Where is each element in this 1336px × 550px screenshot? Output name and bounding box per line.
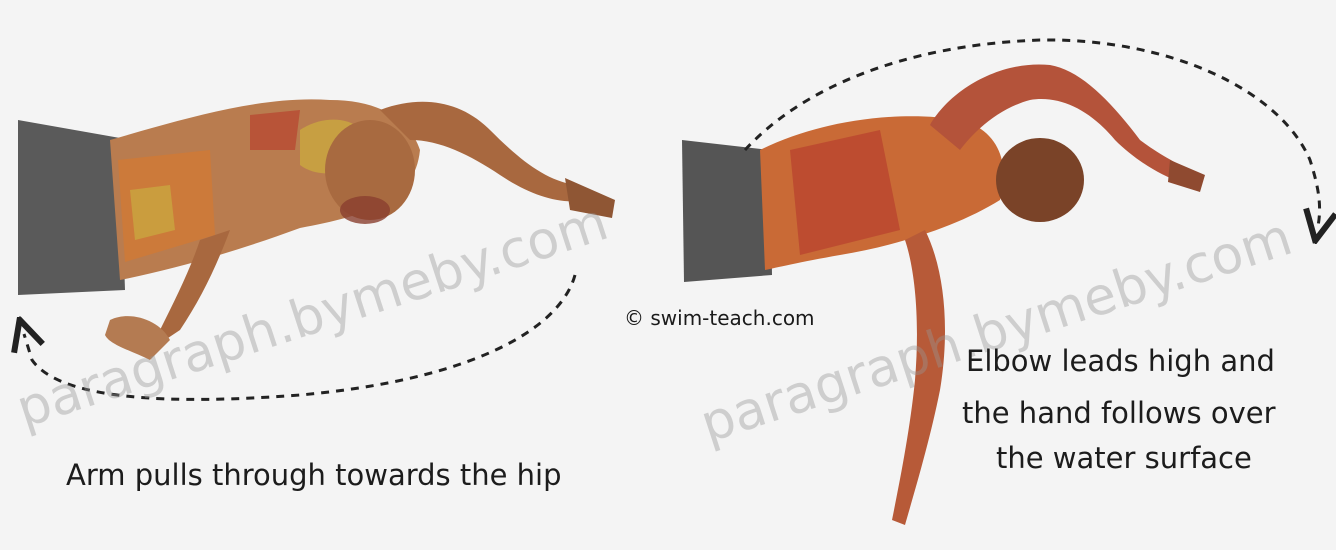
image-credit: © swim-teach.com <box>624 306 815 330</box>
right-head <box>996 138 1084 222</box>
left-caption: Arm pulls through towards the hip <box>66 458 562 493</box>
left-swimsuit <box>18 120 125 295</box>
right-caption-line-1: Elbow leads high and <box>966 344 1275 379</box>
right-caption-line-3: the water surface <box>996 441 1252 476</box>
left-trapezius <box>250 110 300 150</box>
right-caption-line-2: the hand follows over <box>962 396 1276 431</box>
right-recovery-hand <box>1168 160 1205 192</box>
right-swimsuit <box>682 140 772 282</box>
left-face-shadow <box>340 196 390 224</box>
